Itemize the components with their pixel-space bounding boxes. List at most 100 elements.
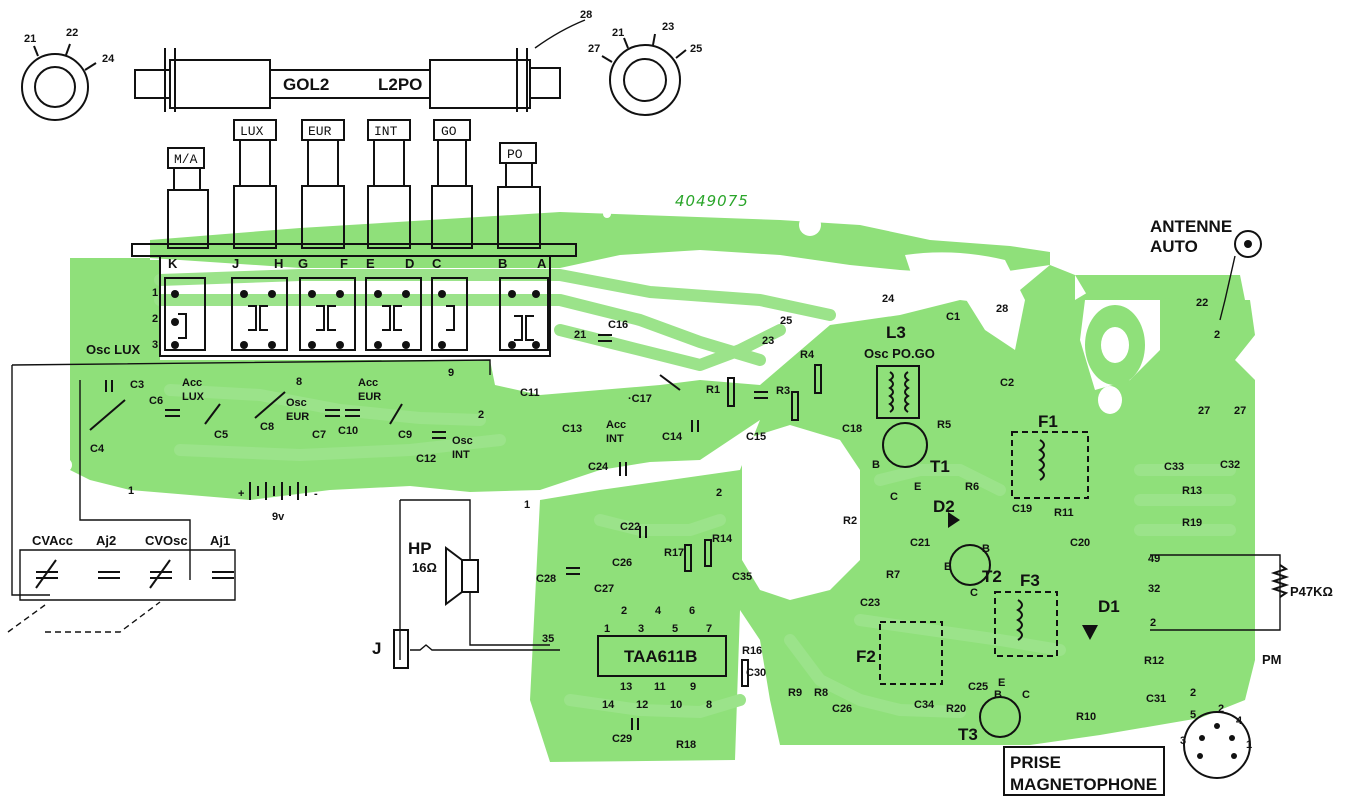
transistors: T1 T2 T3 B C E B C E B C E <box>872 422 1030 744</box>
r19-label: R19 <box>1182 517 1202 529</box>
ic-pin-2: 2 <box>621 605 627 617</box>
c27-label: C27 <box>594 583 614 595</box>
tuning-gang: GOL2 L2PO 28 <box>134 9 592 112</box>
contact-C: C <box>432 256 442 271</box>
battery-plus: + <box>238 488 244 500</box>
pin-27a: 27 <box>1198 405 1210 417</box>
t2-e: E <box>944 561 951 573</box>
drum-left-pin-22: 22 <box>66 27 78 39</box>
ic-pin-13: 13 <box>620 681 632 693</box>
button-lux[interactable]: LUX <box>233 119 277 249</box>
button-po[interactable]: PO <box>497 142 541 249</box>
drum-left-pin-24: 24 <box>102 53 115 65</box>
button-label-go: GO <box>441 124 457 139</box>
pin-8: 8 <box>296 376 302 388</box>
gang-right-label: L2PO <box>378 75 422 94</box>
antenna-line1: ANTENNE <box>1150 217 1232 236</box>
ic-pin-14: 14 <box>602 699 615 711</box>
f1-label: F1 <box>1038 412 1058 431</box>
c25-label: C25 <box>968 681 988 693</box>
gang-left-label: GOL2 <box>283 75 329 94</box>
t3-b: B <box>994 689 1002 701</box>
t2-b: B <box>982 543 990 555</box>
c26-label: C26 <box>832 703 852 715</box>
contact-H: H <box>274 256 283 271</box>
osc-pogo-coil: L3 Osc PO.GO <box>864 323 935 419</box>
f3-label: F3 <box>1020 571 1040 590</box>
ic-pin-9: 9 <box>690 681 696 693</box>
pin-27b: 27 <box>1234 405 1246 417</box>
left-components: Osc LUX C3 C4 C6 Acc LUX C5 C8 Osc EUR 8… <box>11 342 491 596</box>
pin-9: 9 <box>448 367 454 379</box>
button-label-int: INT <box>374 124 398 139</box>
r18-label: R18 <box>676 739 696 751</box>
button-int[interactable]: INT <box>367 119 411 249</box>
antenna-line2: AUTO <box>1150 237 1198 256</box>
contact-D: D <box>405 256 414 271</box>
pin-49: 49 <box>1148 553 1160 565</box>
pcb-board <box>58 186 1255 762</box>
button-label-lux: LUX <box>240 124 264 139</box>
din-pin-5: 5 <box>1190 709 1196 721</box>
drum-right-pin-23: 23 <box>662 21 674 33</box>
c13-label: C13 <box>562 423 582 435</box>
row-2: 2 <box>152 313 158 325</box>
f2-label: F2 <box>856 647 876 666</box>
pin-21: 21 <box>574 329 586 341</box>
ic-pin-6: 6 <box>689 605 695 617</box>
c15-label: C15 <box>746 431 766 443</box>
button-label-po: PO <box>507 147 523 162</box>
osc-eur-1: Osc <box>286 397 307 409</box>
pin-25: 25 <box>780 315 792 327</box>
button-eur[interactable]: EUR <box>301 119 345 249</box>
trimmer-aj2: Aj2 <box>96 533 116 548</box>
r11-label: R11 <box>1054 507 1074 519</box>
l3-label: L3 <box>886 323 906 342</box>
osc-lux-label: Osc LUX <box>86 342 141 357</box>
c2-label: C2 <box>1000 377 1014 389</box>
contact-G: G <box>298 256 308 271</box>
button-label-eur: EUR <box>308 124 332 139</box>
c9-label: C9 <box>398 429 412 441</box>
r16-label: R16 <box>742 645 762 657</box>
pin-1: 1 <box>128 485 134 497</box>
t3-c: C <box>1022 689 1030 701</box>
pin-2a: 2 <box>478 409 484 421</box>
button-ma[interactable]: M/A <box>167 147 209 249</box>
button-label-ma: M/A <box>174 152 198 167</box>
battery-minus: - <box>314 488 318 500</box>
contact-F: F <box>340 256 348 271</box>
r9-label: R9 <box>788 687 802 699</box>
c5-label: C5 <box>214 429 228 441</box>
trimmer-block: CVAcc Aj2 CVOsc Aj1 <box>7 533 236 633</box>
c6-label: C6 <box>149 395 163 407</box>
ic-pin-1: 1 <box>604 623 610 635</box>
osc-eur-2: EUR <box>286 411 309 423</box>
t3-e: E <box>998 677 1005 689</box>
pot-label: P47KΩ <box>1290 584 1333 599</box>
r12-label: R12 <box>1144 655 1164 667</box>
c30-label: C30 <box>746 667 766 679</box>
r5-label: R5 <box>937 419 951 431</box>
c19-label: C19 <box>1012 503 1032 515</box>
ic-pin-5: 5 <box>672 623 678 635</box>
button-go[interactable]: GO <box>431 119 473 249</box>
r2-label: R2 <box>843 515 857 527</box>
r6-label: R6 <box>965 481 979 493</box>
c24-label: C24 <box>588 461 609 473</box>
antenna-pin22: 22 <box>1196 297 1208 309</box>
jack-label: J <box>372 639 381 658</box>
c21-label: C21 <box>910 537 930 549</box>
c4-label: C4 <box>90 443 105 455</box>
c1-label: C1 <box>946 311 960 323</box>
c12-label: C12 <box>416 453 436 465</box>
c16-label: C16 <box>608 319 628 331</box>
d1-label: D1 <box>1098 597 1120 616</box>
trimmer-aj1: Aj1 <box>210 533 230 548</box>
r13-label: R13 <box>1182 485 1202 497</box>
drum-right-pin-21: 21 <box>612 27 624 39</box>
c33-label: C33 <box>1164 461 1184 473</box>
ic-pin-11: 11 <box>654 681 666 693</box>
c7-label: C7 <box>312 429 326 441</box>
